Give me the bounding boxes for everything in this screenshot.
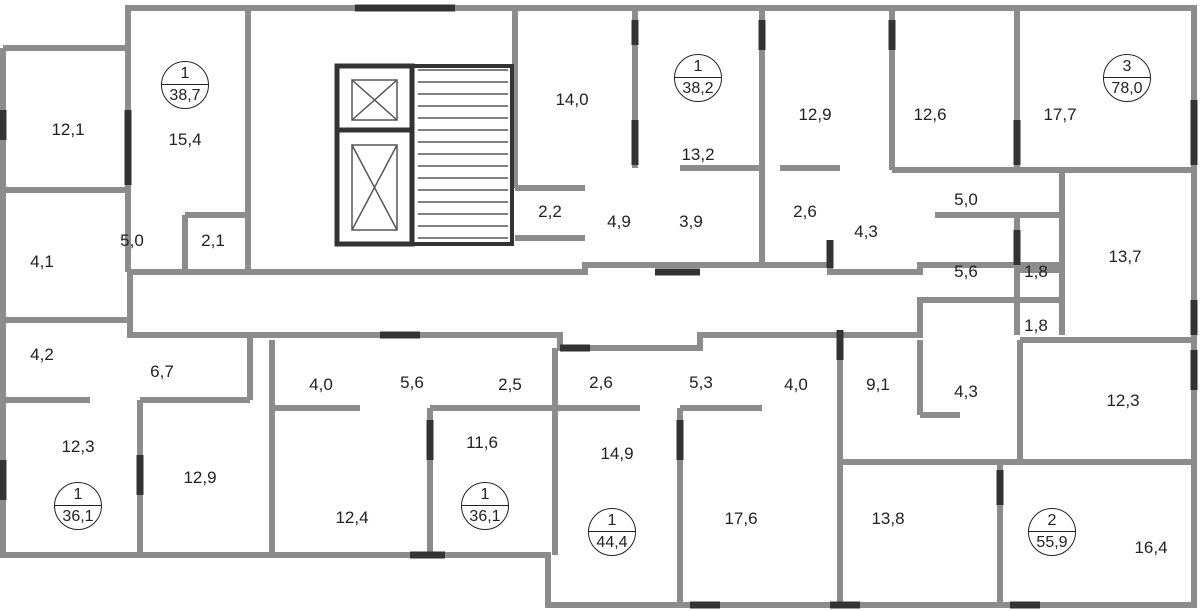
room-area-label: 9,1: [866, 375, 890, 394]
room-area-label: 4,0: [784, 375, 808, 394]
room-area-label: 12,3: [1106, 391, 1140, 410]
room-area-label: 12,1: [51, 120, 85, 139]
room-area-label: 13,8: [871, 509, 905, 528]
apartment-total-area: 38,7: [169, 87, 201, 104]
apartment-rooms-count: 1: [675, 55, 721, 78]
room-area-label: 4,1: [30, 252, 54, 271]
apartment-total-area: 38,2: [682, 80, 714, 97]
apartment-rooms-count: 2: [1029, 509, 1075, 532]
room-area-label: 17,6: [724, 509, 758, 528]
room-area-label: 4,2: [30, 345, 54, 364]
apartment-rooms-count: 1: [162, 62, 208, 85]
room-area-label: 16,4: [1134, 538, 1168, 557]
room-area-label: 14,9: [600, 444, 634, 463]
room-area-label: 12,6: [913, 105, 947, 124]
apartment-rooms-count: 3: [1104, 55, 1150, 78]
room-area-label: 1,8: [1024, 316, 1048, 335]
apartment-total-area: 78,0: [1111, 80, 1143, 97]
room-area-label: 5,3: [689, 373, 713, 392]
room-area-label: 5,6: [954, 262, 978, 281]
room-area-label: 11,6: [466, 433, 498, 452]
apartment-total-area: 36,1: [62, 508, 94, 525]
apartment-rooms-count: 1: [462, 483, 508, 506]
room-area-label: 4,3: [954, 382, 978, 401]
room-area-label: 12,3: [61, 437, 95, 456]
room-area-label: 5,6: [400, 373, 424, 392]
room-area-label: 1,8: [1024, 262, 1048, 281]
room-area-label: 2,6: [589, 373, 613, 392]
room-area-label: 2,6: [793, 202, 817, 221]
room-area-label: 4,0: [309, 375, 333, 394]
room-area-label: 15,4: [168, 130, 202, 149]
room-area-label: 4,9: [607, 212, 631, 231]
room-area-label: 3,9: [679, 212, 703, 231]
room-area-label: 12,9: [798, 105, 832, 124]
room-area-label: 13,2: [681, 145, 715, 164]
apartment-rooms-count: 1: [55, 483, 101, 506]
room-area-label: 2,2: [538, 202, 562, 221]
apartment-total-area: 44,4: [596, 534, 628, 551]
room-area-label: 6,7: [150, 362, 174, 381]
room-area-label: 2,1: [201, 231, 225, 250]
room-area-label: 12,9: [183, 468, 217, 487]
room-area-label: 2,5: [498, 375, 522, 394]
room-area-label: 17,7: [1043, 105, 1077, 124]
room-area-label: 12,4: [335, 508, 369, 527]
apartment-total-area: 55,9: [1036, 534, 1068, 551]
apartment-total-area: 36,1: [469, 508, 501, 525]
room-area-label: 13,7: [1108, 247, 1142, 266]
room-area-label: 5,0: [954, 190, 978, 209]
room-area-label: 4,3: [854, 222, 878, 241]
room-area-label: 5,0: [120, 231, 144, 250]
room-area-label: 14,0: [555, 90, 589, 109]
apartment-rooms-count: 1: [589, 509, 635, 532]
